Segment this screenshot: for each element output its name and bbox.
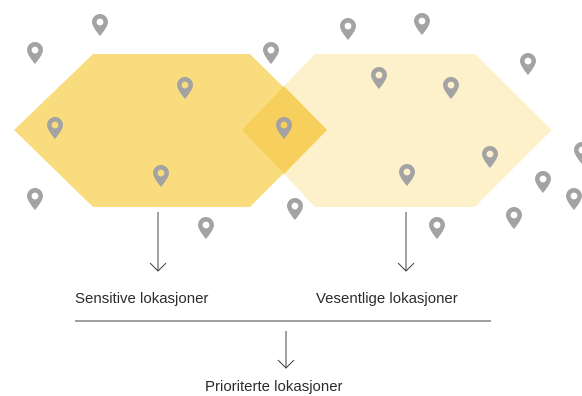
map-pin-icon [340,18,356,40]
map-pin-icon [92,14,108,36]
vesentlige-hexagon [242,54,552,207]
sensitive-hexagon [14,54,327,207]
map-pin-icon [506,207,522,229]
map-pin-icon [520,53,536,75]
map-pin-icon [535,171,551,193]
significant-locations-label: Vesentlige lokasjoner [316,290,458,307]
map-pin-icon [198,217,214,239]
map-pin-icon [429,217,445,239]
arrow-down-icon [277,331,295,369]
map-pin-icon [414,13,430,35]
map-pin-icon [27,42,43,64]
arrow-down-icon [397,212,415,272]
sensitive-locations-label: Sensitive lokasjoner [75,290,209,307]
prioritized-locations-label: Prioriterte lokasjoner [205,378,343,395]
map-pin-icon [566,188,582,210]
map-pin-icon [263,42,279,64]
map-pin-icon [574,142,582,164]
map-pin-icon [27,188,43,210]
arrow-down-icon [149,212,167,272]
map-pin-icon [287,198,303,220]
